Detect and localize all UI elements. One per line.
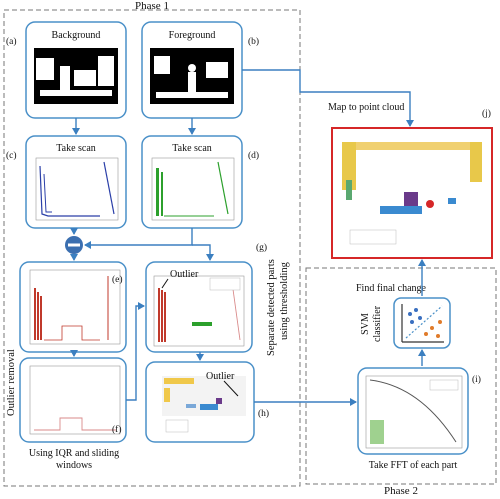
panel-f: (f) — [19, 357, 127, 443]
panel-a-tag: (a) — [6, 36, 17, 47]
svm-label-line2: classifier — [372, 305, 383, 342]
phase2-label: Phase 2 — [384, 485, 418, 497]
panel-b-tag: (b) — [248, 36, 259, 47]
panel-i-tag: (i) — [472, 374, 481, 385]
panel-g: Outlier (g) — [145, 242, 267, 353]
panel-j-tag: (j) — [482, 108, 491, 119]
panel-d-tag: (d) — [248, 150, 259, 161]
iqr-label-line1: Using IQR and sliding — [29, 448, 119, 459]
flow-arrows — [70, 69, 426, 406]
take-fft-label: Take FFT of each part — [369, 460, 458, 471]
phase2-container — [305, 267, 497, 485]
panel-h: Outlier (h) — [145, 361, 269, 443]
panel-a: Background (a) — [6, 21, 127, 119]
panel-f-tag: (f) — [112, 424, 122, 435]
separate-label-line2: using thresholding — [279, 261, 290, 340]
panel-b: Foreground (b) — [141, 21, 259, 119]
panel-g-tag: (g) — [256, 242, 267, 253]
panel-d-title: Take scan — [172, 143, 212, 154]
panel-c-title: Take scan — [56, 143, 96, 154]
panel-d: Take scan (d) — [141, 135, 259, 229]
panel-c: Take scan (c) — [6, 135, 127, 229]
panel-g-callout: Outlier — [170, 269, 199, 280]
panel-i: (i) — [357, 367, 481, 455]
panel-e-tag: (e) — [112, 274, 123, 285]
panel-a-title: Background — [52, 30, 101, 41]
outlier-removal-label: Outlier removal — [6, 349, 17, 416]
panel-h-callout: Outlier — [206, 371, 235, 382]
iqr-label-line2: windows — [56, 460, 92, 471]
phase1-label: Phase 1 — [135, 0, 169, 12]
panel-e: (e) — [19, 261, 127, 353]
svm-label-line1: SVM — [360, 313, 371, 335]
phase1-container — [3, 9, 301, 487]
subtract-node — [65, 236, 83, 254]
panel-j: (j) — [331, 108, 493, 259]
panel-b-title: Foreground — [169, 30, 216, 41]
separate-label-line1: Separate detected parts — [266, 259, 277, 356]
panel-h-tag: (h) — [258, 408, 269, 419]
find-final-change-label: Find final change — [356, 283, 427, 294]
panel-c-tag: (c) — [6, 150, 17, 161]
svm-classifier — [393, 297, 451, 349]
map-to-cloud-label: Map to point cloud — [328, 102, 404, 113]
